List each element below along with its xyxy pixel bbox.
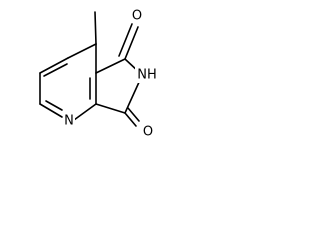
imide-nh-text: NH [137, 68, 157, 83]
ring-bond-c3a-c5 [95, 58, 126, 74]
oxygen-bottom-text: O [143, 125, 153, 140]
imide-nh-label: NH [135, 67, 159, 83]
carbonyl-bond-bottom-b [127, 107, 140, 122]
molecule-drawing: O NH O N [39, 9, 159, 140]
pyridine-n-label: N [63, 113, 75, 129]
ring-bond-c3-c2-inner [43, 63, 68, 77]
ring-bond-c7-c7a [95, 103, 126, 114]
carbonyl-bond-bottom-a [124, 112, 137, 127]
oxygen-bottom-label: O [142, 124, 154, 140]
oxygen-top-label: O [131, 9, 143, 24]
ring-bond-c4-c3 [67, 43, 97, 59]
ring-bond-c1-n [39, 103, 63, 118]
pyridine-n-text: N [64, 114, 74, 129]
oxygen-top-text: O [132, 9, 142, 24]
methyl-bond [94, 11, 97, 45]
carbonyl-bond-top-b [118, 23, 133, 57]
ring-bond-c1-n-inner [45, 100, 63, 111]
ring-bond-n-c7a [73, 103, 97, 121]
carbonyl-bond-top-a [124, 26, 139, 60]
structure-diagram: O NH O N [0, 0, 179, 146]
ring-bond-c3-c2 [39, 57, 69, 74]
